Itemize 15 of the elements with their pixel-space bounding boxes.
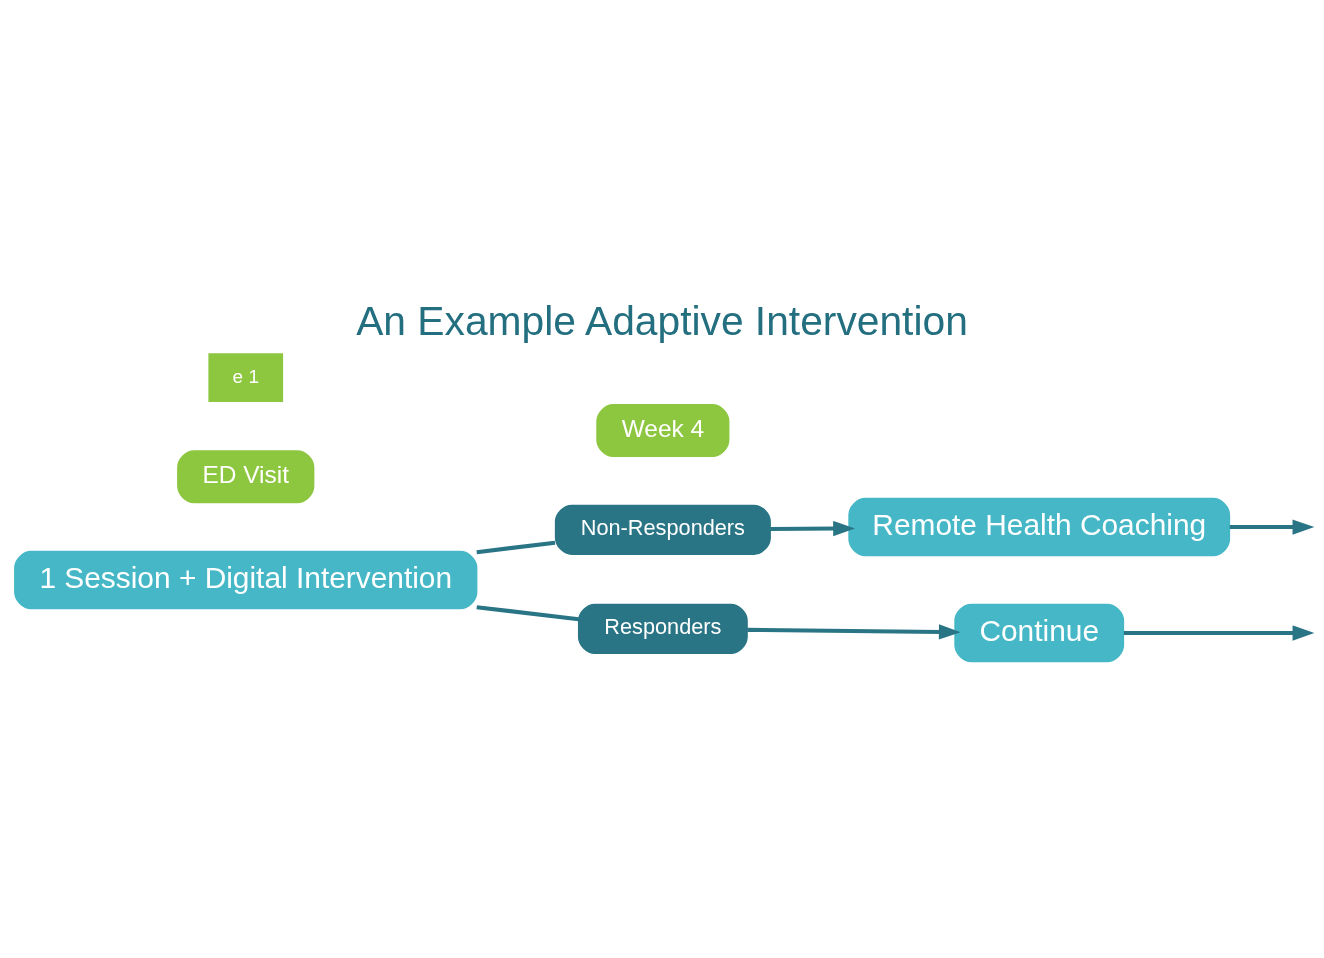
node-box: ED Visit xyxy=(177,449,315,503)
node-box: Non-Responders xyxy=(554,504,771,555)
arrow xyxy=(747,623,961,640)
node-box: 1 Session + Digital Intervention xyxy=(14,550,478,609)
connector xyxy=(476,604,579,621)
arrow xyxy=(1123,624,1315,641)
diagram-title: An Example Adaptive Intervention xyxy=(356,297,968,344)
arrow xyxy=(1229,518,1315,535)
node-box: Continue xyxy=(954,603,1125,662)
node-box: Responders xyxy=(577,603,748,654)
node-box: Week 4 xyxy=(596,403,730,457)
connector xyxy=(476,540,556,554)
label: e 1 xyxy=(232,365,259,387)
arrow xyxy=(770,520,855,536)
node-box: Remote Health Coaching xyxy=(848,497,1231,556)
